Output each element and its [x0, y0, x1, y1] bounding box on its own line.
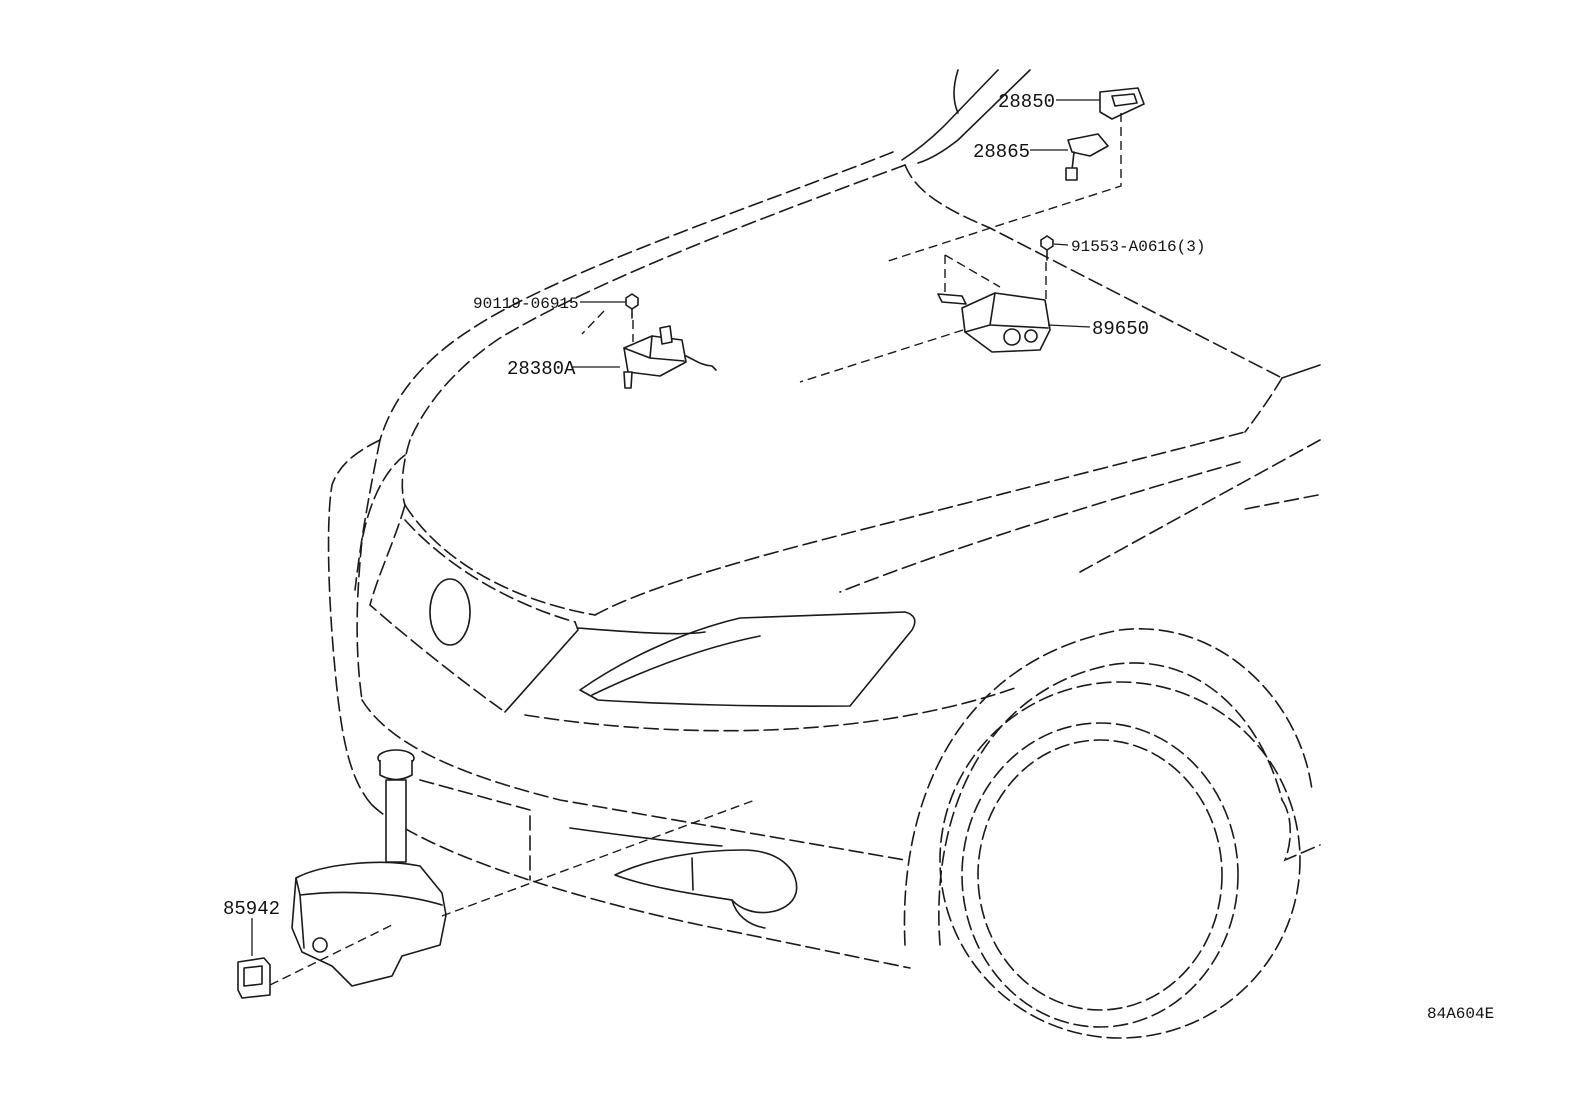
tank-body	[291, 861, 447, 987]
part-28865-body	[1067, 133, 1109, 157]
label-85942: 85942	[223, 898, 280, 920]
leader-89650	[1047, 324, 1091, 328]
fog-light-divider	[691, 857, 694, 891]
part-28380A: 28380A	[507, 325, 717, 389]
part-28865-rod	[1071, 151, 1075, 171]
hood-front-corner	[1244, 377, 1283, 433]
fog-light-bezel	[569, 827, 723, 847]
bumper-intake	[419, 779, 531, 881]
label-28850: 28850	[998, 91, 1055, 113]
part-28850-body	[1099, 87, 1145, 120]
part-85942: 85942	[223, 898, 393, 999]
part-89650-body	[961, 292, 1051, 353]
fender-arch-inner	[938, 662, 1283, 946]
part-28380A-wire	[685, 355, 717, 371]
label-91553: 91553-A0616(3)	[1071, 238, 1205, 256]
headlight-inner-line	[591, 635, 761, 696]
emblem-icon	[429, 578, 471, 646]
headlight	[577, 611, 916, 707]
car-body-outline	[327, 151, 1321, 969]
install-line-90119-b	[581, 310, 605, 335]
filler-neck	[385, 779, 407, 863]
leader-91553	[1053, 243, 1069, 246]
fog-light-lower	[731, 899, 766, 929]
hood-nose-line	[401, 439, 411, 506]
label-28865: 28865	[973, 141, 1030, 163]
washer-tank	[291, 749, 756, 987]
rocker-line	[1281, 799, 1321, 862]
pump-port	[312, 937, 328, 953]
fender-line-b	[1239, 494, 1319, 511]
part-89650-bracket	[937, 293, 967, 305]
bolt-90119-head-icon	[625, 293, 639, 310]
part-28850-face	[1111, 93, 1138, 107]
bumper-lower-edge	[371, 804, 911, 969]
part-28865-tip	[1065, 167, 1078, 181]
front-corner-outer	[327, 439, 381, 806]
windshield-edge-c	[917, 69, 1031, 164]
headlight-upper-line	[577, 627, 706, 635]
wheel-rim-inner	[977, 739, 1223, 1011]
bolt-90119: 90119-06915	[473, 293, 639, 342]
label-90119: 90119-06915	[473, 295, 579, 313]
tank-top-edge	[295, 877, 443, 906]
part-89650-port-b	[1024, 329, 1038, 343]
hood-left-edge-upper	[379, 151, 894, 441]
front-corner-inner	[356, 454, 406, 701]
part-85942-face	[243, 965, 263, 987]
install-line-89650-c	[799, 329, 964, 383]
part-89650-front	[989, 324, 1049, 329]
hood-right-edge	[904, 164, 1283, 379]
figure-code: 84A604E	[1427, 1005, 1494, 1023]
headlight-outline	[579, 611, 916, 707]
label-28380A: 28380A	[507, 358, 576, 380]
grille-outline	[369, 504, 506, 713]
windshield-edge-a	[953, 69, 959, 114]
bolt-91553: 91553-A0616(3)	[1040, 235, 1205, 314]
part-85942-body	[237, 957, 271, 999]
fender-line-a	[1079, 439, 1321, 573]
part-28380A-edge-b	[649, 357, 685, 362]
fender-line-c	[839, 461, 1241, 593]
fog-light-outline	[614, 849, 798, 914]
part-28865: 28865	[973, 133, 1109, 181]
hood-left-edge-lower	[409, 164, 906, 441]
part-28850: 28850	[998, 87, 1145, 120]
hood-center-crease	[594, 431, 1246, 616]
windshield-edge-b	[901, 69, 999, 161]
bumper-upper-line	[361, 699, 906, 861]
grille-top-edge	[404, 519, 576, 623]
beltline	[524, 687, 1016, 732]
tank-front-edge	[299, 894, 305, 949]
grille	[369, 504, 579, 713]
part-28380A-stub	[659, 325, 673, 345]
grille-right-edge	[504, 621, 579, 713]
part-89650: 89650	[937, 254, 1149, 353]
windshield-frame	[901, 69, 1031, 164]
hood-front-edge	[404, 504, 596, 616]
part-89650-port-a	[1003, 328, 1021, 346]
install-line-28850	[884, 113, 1122, 263]
install-line-85942	[269, 924, 393, 986]
fog-light	[569, 827, 798, 929]
bolt-91553-head-icon	[1040, 235, 1054, 251]
install-line-89650-b	[944, 254, 1001, 288]
fender-arch-outer	[903, 628, 1313, 946]
filler-cap-base	[379, 760, 413, 781]
label-89650: 89650	[1092, 318, 1149, 340]
part-28380A-bracket	[623, 371, 633, 389]
install-line-tank	[441, 799, 756, 917]
tire-outer	[939, 681, 1301, 1039]
hood-shoulder-line	[354, 439, 381, 591]
wheel-rim-outer	[961, 722, 1239, 1028]
fender-top-line	[1281, 364, 1321, 379]
front-wheel	[903, 628, 1321, 1039]
